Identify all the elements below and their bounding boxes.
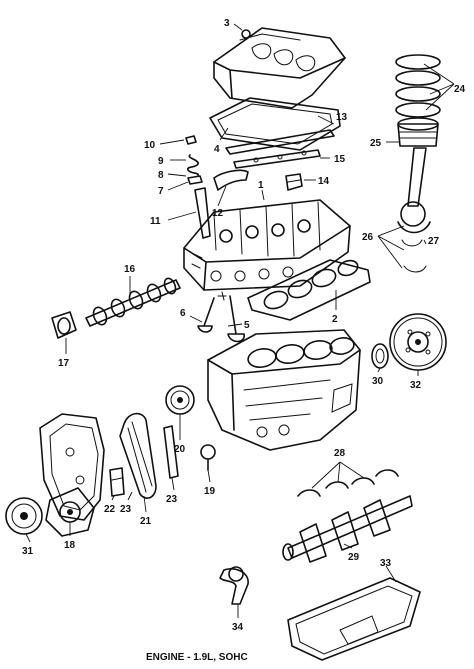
callout-23b: 23 [166, 494, 178, 505]
crank-pulley [5, 497, 43, 535]
callout-14: 14 [318, 176, 330, 187]
callout-13: 13 [336, 112, 348, 123]
callout-31: 31 [22, 546, 34, 557]
callout-22: 22 [104, 504, 116, 515]
callout-10: 10 [144, 140, 156, 151]
callout-5: 5 [244, 320, 250, 331]
callout-2: 2 [332, 314, 338, 325]
gasket-strip [233, 149, 321, 169]
engine-block [207, 329, 361, 451]
connecting-rod [397, 147, 431, 273]
callout-16: 16 [124, 264, 136, 275]
crankshaft [282, 495, 413, 563]
diagram-caption: ENGINE - 1.9L, SOHC [146, 652, 248, 663]
cam-seal [51, 311, 77, 339]
callout-12: 12 [212, 208, 224, 219]
valve-train [185, 135, 249, 239]
callout-28: 28 [334, 448, 346, 459]
piston-rings [395, 54, 441, 118]
callout-27: 27 [428, 236, 440, 247]
callout-7: 7 [158, 186, 164, 197]
callout-24: 24 [454, 84, 466, 95]
callout-3: 3 [224, 18, 230, 29]
callout-17: 17 [58, 358, 70, 369]
callout-4: 4 [214, 144, 220, 155]
oil-pan [287, 577, 421, 661]
flywheel [389, 313, 447, 371]
main-bearings [297, 469, 399, 497]
timing-cover [39, 413, 105, 521]
cylinder-head [183, 199, 351, 291]
callout-33: 33 [380, 558, 392, 569]
timing-chain [119, 412, 157, 499]
valve-cover [213, 27, 346, 109]
tensioner [163, 425, 179, 479]
head-gasket [247, 259, 371, 321]
callout-25: 25 [370, 138, 382, 149]
callout-labels: 3 4 13 15 14 1 10 9 8 7 11 12 16 17 2 5 … [22, 18, 466, 633]
callout-6: 6 [180, 308, 186, 319]
cam-sprocket [165, 385, 195, 415]
camshaft [85, 277, 181, 327]
callout-23a: 23 [120, 504, 132, 515]
rear-seal [371, 343, 389, 369]
callout-19: 19 [204, 486, 216, 497]
piston [397, 117, 439, 147]
valve-cover-gasket [209, 97, 341, 151]
callout-21: 21 [140, 516, 152, 527]
callout-26: 26 [362, 232, 374, 243]
bracket [285, 173, 303, 191]
leader-lines [25, 23, 455, 618]
callout-18: 18 [64, 540, 76, 551]
callout-8: 8 [158, 170, 164, 181]
callout-29: 29 [348, 552, 360, 563]
chain-guide [109, 467, 125, 497]
callout-32: 32 [410, 380, 422, 391]
seal-strip [225, 129, 335, 155]
callout-30: 30 [372, 376, 384, 387]
oil-pickup [219, 566, 249, 605]
callout-1: 1 [258, 180, 264, 191]
callout-9: 9 [158, 156, 164, 167]
callout-20: 20 [174, 444, 186, 455]
callout-11: 11 [150, 216, 161, 227]
sensor-plug [200, 444, 216, 471]
callout-15: 15 [334, 154, 346, 165]
valves [197, 291, 245, 343]
callout-34: 34 [232, 622, 244, 633]
